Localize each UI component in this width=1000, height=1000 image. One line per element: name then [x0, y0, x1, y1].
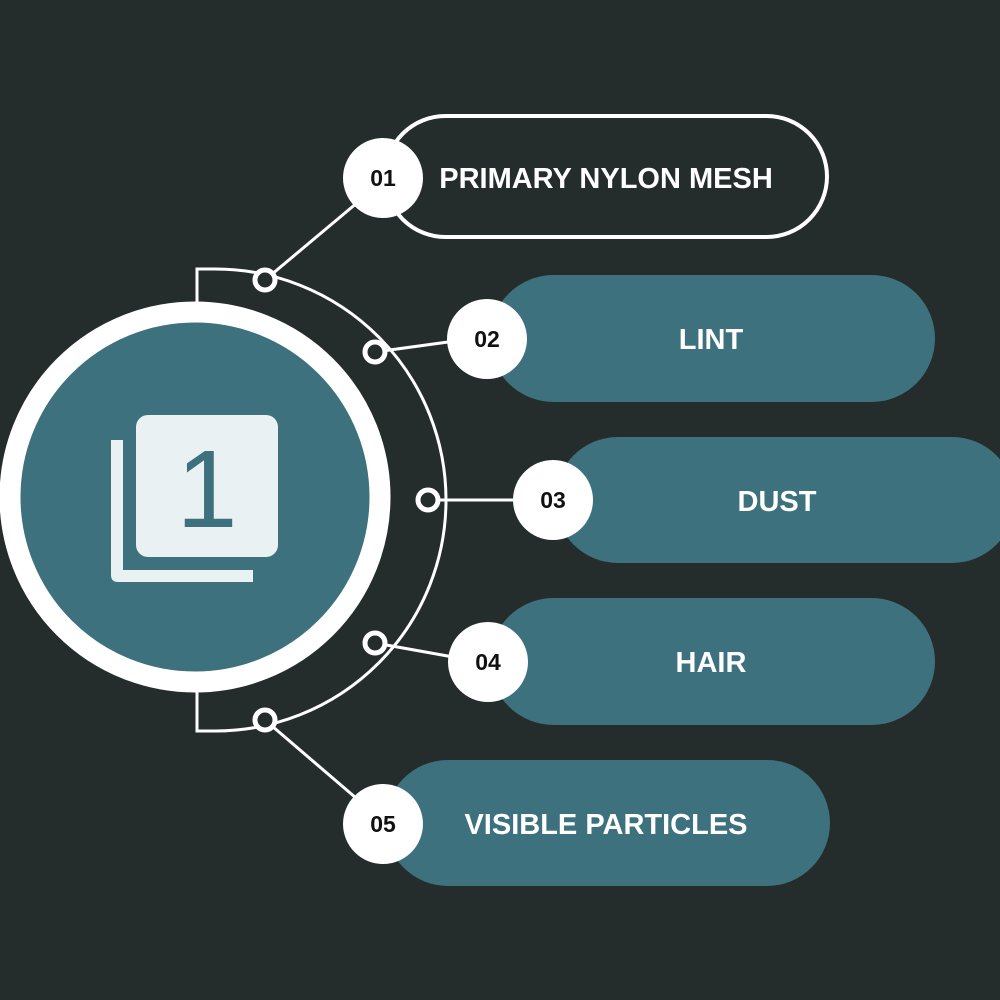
- connector-dot-1: [252, 267, 278, 293]
- item-label: DUST: [738, 486, 817, 518]
- list-item-3: 03 DUST: [513, 437, 1000, 563]
- item-number: 03: [540, 487, 566, 513]
- item-number: 02: [474, 326, 500, 352]
- list-item-4: 04 HAIR: [448, 598, 935, 725]
- connector-dot-2: [362, 339, 388, 365]
- item-pill-5: [385, 760, 830, 886]
- item-pill-3: [555, 437, 1000, 563]
- list-item-1: 01 PRIMARY NYLON MESH: [343, 114, 829, 239]
- connector-dot-3: [415, 487, 441, 513]
- connector-dot-4: [362, 630, 388, 656]
- connector-dot-5: [252, 707, 278, 733]
- number-badge-5: [343, 784, 423, 864]
- item-pill-4: [490, 598, 935, 725]
- icon-glyph: 1: [176, 428, 237, 551]
- connector-dots: [252, 267, 441, 733]
- layers-number-one-icon: 1: [111, 415, 278, 582]
- connector-line-1: [264, 190, 371, 282]
- number-badge-4: [448, 622, 528, 702]
- item-number: 04: [475, 649, 501, 675]
- item-label: HAIR: [676, 647, 747, 679]
- connector-lines: [264, 190, 530, 812]
- item-label: LINT: [679, 324, 744, 356]
- item-label: PRIMARY NYLON MESH: [439, 163, 773, 195]
- number-badge-2: [447, 299, 527, 379]
- item-number: 01: [370, 165, 396, 191]
- number-badge-3: [513, 460, 593, 540]
- item-label: VISIBLE PARTICLES: [464, 809, 747, 841]
- connector-line-5: [264, 718, 371, 812]
- item-pill-2: [490, 275, 935, 402]
- list-item-2: 02 LINT: [447, 275, 935, 402]
- item-number: 05: [370, 811, 396, 837]
- list-item-5: 05 VISIBLE PARTICLES: [343, 760, 830, 886]
- number-badge-1: [343, 138, 423, 218]
